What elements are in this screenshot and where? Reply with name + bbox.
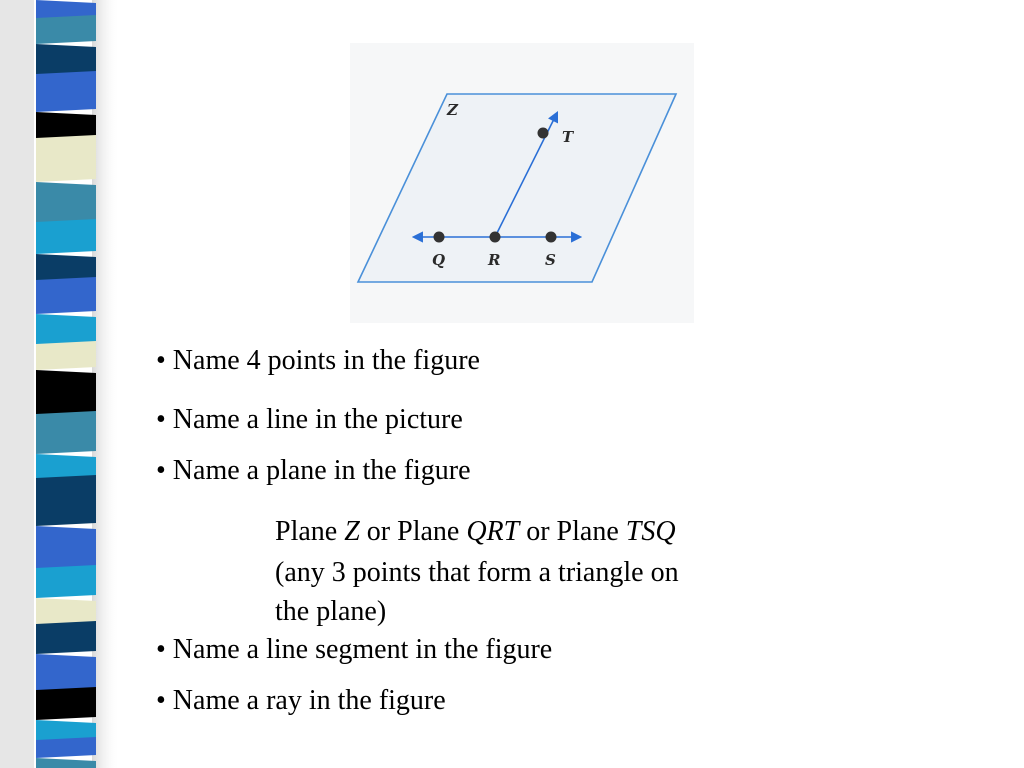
bullet-name-ray: • Name a ray in the figure (156, 685, 446, 716)
sidebar-stripe (36, 598, 96, 627)
sidebar-stripe (36, 621, 96, 654)
sidebar-stripe (36, 314, 96, 347)
answer-plane-tsq: TSQ (625, 516, 676, 547)
sidebar-stripe (36, 135, 96, 182)
sidebar-stripe (36, 182, 96, 225)
bullet-name-line: • Name a line in the picture (156, 404, 463, 435)
point-s (545, 231, 557, 243)
sidebar-stripes (36, 0, 96, 768)
sidebar-stripe (36, 219, 96, 254)
point-label-t: T (562, 128, 575, 146)
answer-or-1: or Plane (359, 516, 467, 547)
plane-label: Z (446, 101, 459, 119)
answer-plane-word: Plane (275, 516, 345, 547)
point-q (433, 231, 445, 243)
sidebar-stripe (36, 277, 96, 314)
point-t (537, 127, 549, 139)
sidebar-stripe (36, 341, 96, 370)
bullet-name-plane: • Name a plane in the figure (156, 455, 471, 486)
sidebar-stripe (36, 475, 96, 526)
point-label-s: S (545, 251, 556, 269)
sidebar-stripe (36, 454, 96, 481)
sidebar-stripe (36, 254, 96, 283)
sidebar-stripe (36, 737, 96, 758)
answer-line-1: Plane Z or Plane QRT or Plane TSQ (275, 516, 676, 548)
answer-line-3: the plane) (275, 596, 387, 627)
sidebar-stripe (36, 565, 96, 598)
sidebar-stripe (36, 687, 96, 720)
bullet-name-points: • Name 4 points in the figure (156, 345, 480, 376)
sidebar-stripe (36, 15, 96, 44)
answer-plane-qrt: QRT (466, 516, 520, 547)
point-r (489, 231, 501, 243)
answer-plane-z: Z (344, 516, 360, 547)
sidebar-stripe (36, 654, 96, 693)
sidebar-stripe (36, 44, 96, 77)
figure-svg: Z T Q R S (356, 93, 678, 283)
geometry-figure: Z T Q R S (350, 43, 694, 323)
sidebar-stripe (36, 720, 96, 743)
answer-line-2: (any 3 points that form a triangle on (275, 557, 679, 588)
sidebar-stripe (36, 370, 96, 417)
sidebar-stripe (36, 112, 96, 141)
sidebar-stripe (36, 526, 96, 571)
bullet-name-segment: • Name a line segment in the figure (156, 634, 553, 665)
sidebar-stripe (36, 411, 96, 454)
decorative-sidebar (0, 0, 120, 768)
point-label-r: R (487, 251, 500, 269)
plane-z-shape (356, 93, 678, 283)
sidebar-stripe (36, 758, 96, 768)
point-label-q: Q (432, 251, 445, 269)
sidebar-stripe (36, 71, 96, 112)
answer-or-2: or Plane (519, 516, 626, 547)
